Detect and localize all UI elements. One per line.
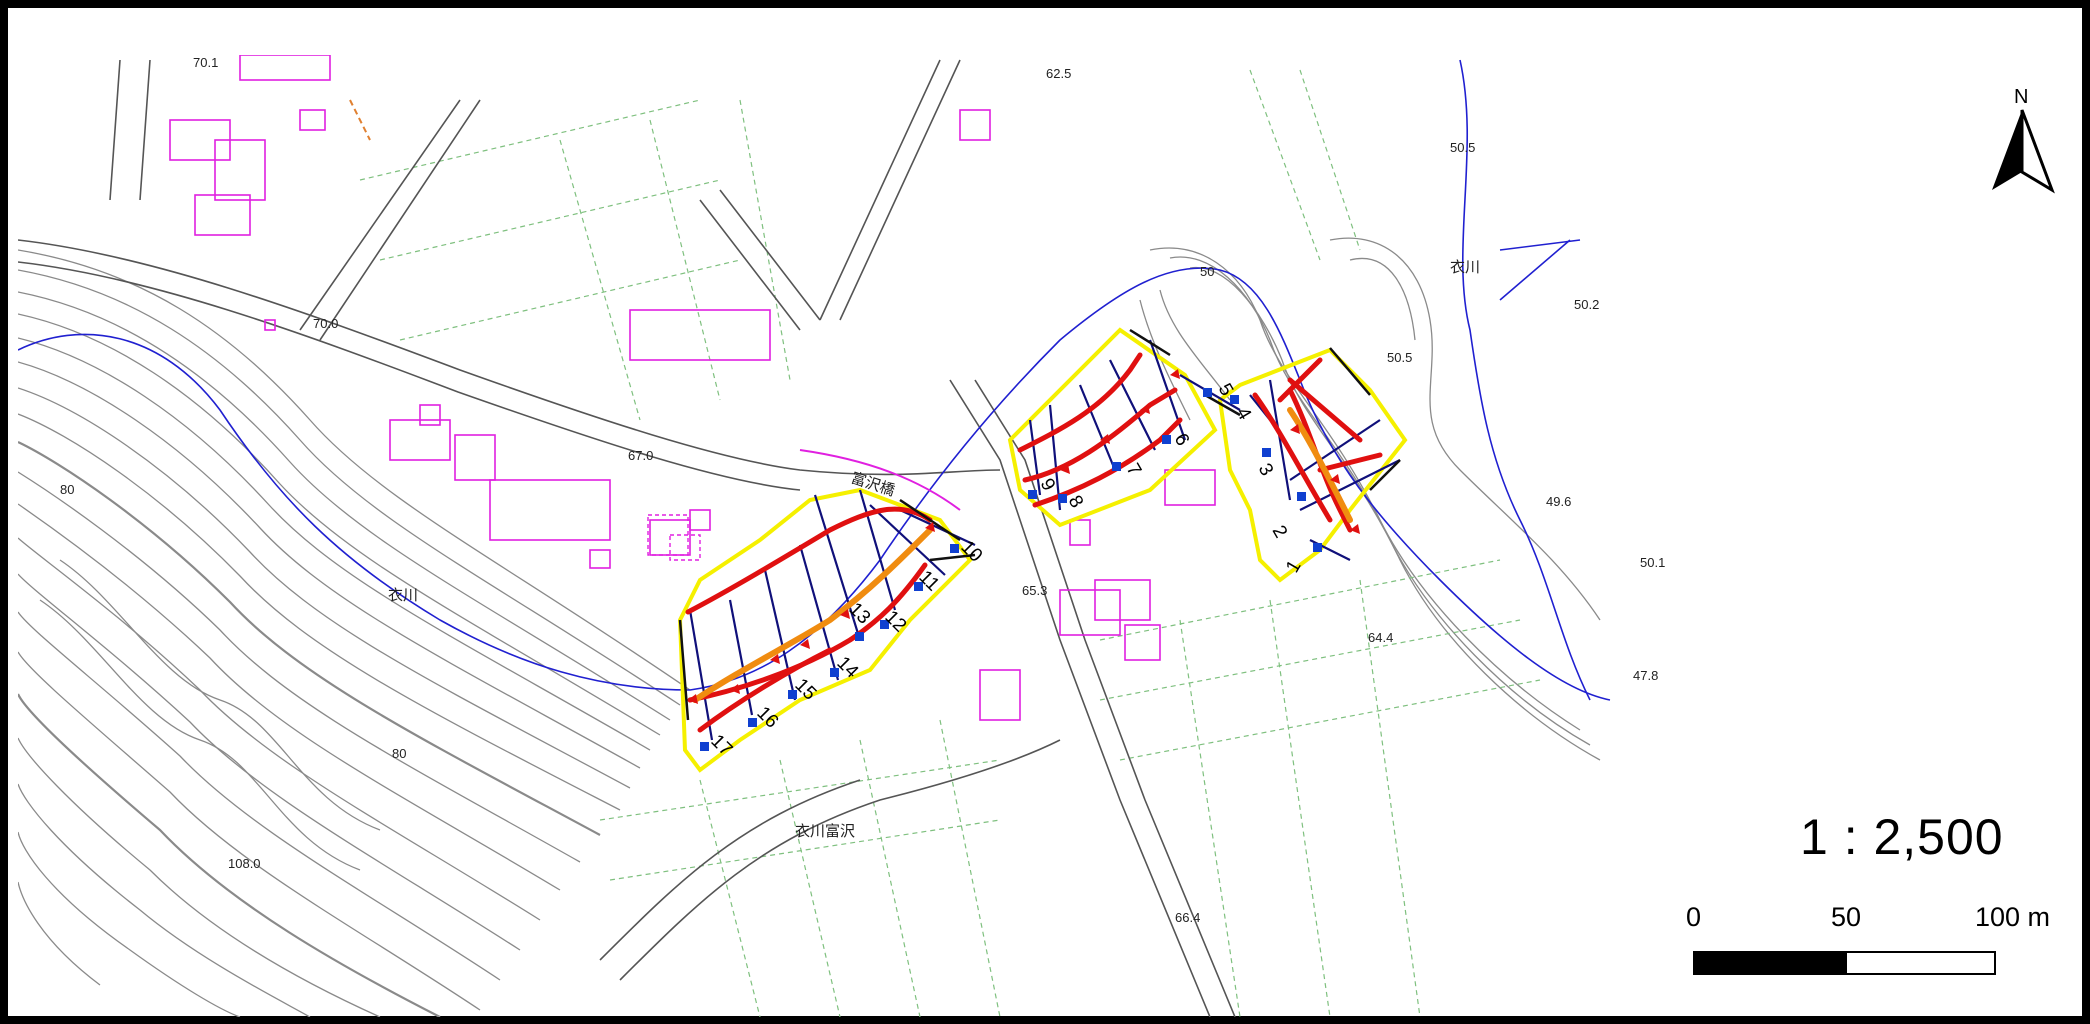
section-number: 10 (956, 537, 986, 567)
north-arrow-icon (1992, 109, 2055, 194)
elevation-label: 50.2 (1574, 297, 1599, 312)
elevation-label: 64.4 (1368, 630, 1393, 645)
elevation-label: 50.1 (1640, 555, 1665, 570)
place-label-koromo-river-west: 衣川 (388, 587, 418, 604)
place-label-koromo-river-east: 衣川 (1450, 259, 1480, 276)
section-end-edges (678, 328, 1401, 721)
outbuildings (647, 514, 701, 561)
section-number: 6 (1170, 430, 1193, 450)
elevation-label: 70.1 (193, 55, 218, 70)
hazard-lines-orange (692, 407, 1353, 703)
scale-tick-0: 0 (1686, 902, 1702, 932)
elevation-label: 67.0 (628, 448, 653, 463)
elevation-label: 65.3 (1022, 583, 1047, 598)
elevation-label: 50 (1200, 264, 1214, 279)
scale-bar-white-segment (1847, 953, 1994, 973)
river-lines (18, 59, 1611, 701)
section-points (700, 388, 1322, 751)
elevation-label: 66.4 (1175, 910, 1200, 925)
scale-ratio: 1 : 2,500 (1800, 809, 2004, 865)
elevation-label: 50.5 (1387, 350, 1412, 365)
elevation-label: 62.5 (1046, 66, 1071, 81)
section-number: 3 (1254, 460, 1277, 480)
scale-tick-100: 100 m (1975, 902, 2051, 932)
scale-bar (1693, 951, 1996, 975)
place-label-koromo-tomizawa: 衣川富沢 (795, 822, 855, 840)
north-label: N (2014, 86, 2029, 108)
elevation-label: 80 (60, 482, 74, 497)
bridge-road (799, 449, 961, 511)
contour-lines (18, 237, 1601, 1017)
cross-section-lines (688, 339, 1401, 741)
orange-boundary-line (349, 99, 371, 141)
elevation-label: 50.5 (1450, 140, 1475, 155)
elevation-label: 108.0 (228, 856, 261, 871)
survey-area-boundaries (677, 327, 1408, 773)
scale-tick-50: 50 (1831, 902, 1862, 932)
hazard-markers (688, 369, 1360, 704)
elevation-label: 70.0 (313, 316, 338, 331)
section-number: 2 (1268, 522, 1291, 542)
elevation-label: 80 (392, 746, 406, 761)
buildings (169, 55, 1216, 721)
elevation-label: 47.8 (1633, 668, 1658, 683)
field-plot-lines (359, 69, 1541, 1017)
scale-bar-black-segment (1695, 953, 1847, 973)
elevation-label: 49.6 (1546, 494, 1571, 509)
